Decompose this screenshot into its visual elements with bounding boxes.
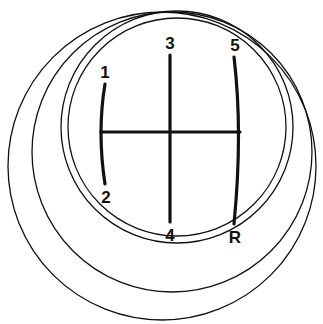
gear-number: R bbox=[229, 229, 241, 246]
shift-gate-neutral bbox=[101, 130, 240, 133]
gear-number: 2 bbox=[101, 189, 110, 206]
gear-number: 3 bbox=[165, 35, 174, 52]
gear-number: 1 bbox=[100, 64, 109, 81]
knob-top-ring bbox=[61, 11, 293, 243]
knob-dome bbox=[32, 12, 312, 292]
gear-number: 4 bbox=[165, 227, 174, 244]
shift-gate-left bbox=[101, 84, 105, 184]
shift-gate-right bbox=[234, 57, 239, 224]
shift-gate-middle bbox=[168, 55, 171, 222]
gear-number: 5 bbox=[230, 37, 239, 54]
knob-outer-rim bbox=[8, 12, 316, 320]
knob-top-face bbox=[68, 18, 286, 236]
